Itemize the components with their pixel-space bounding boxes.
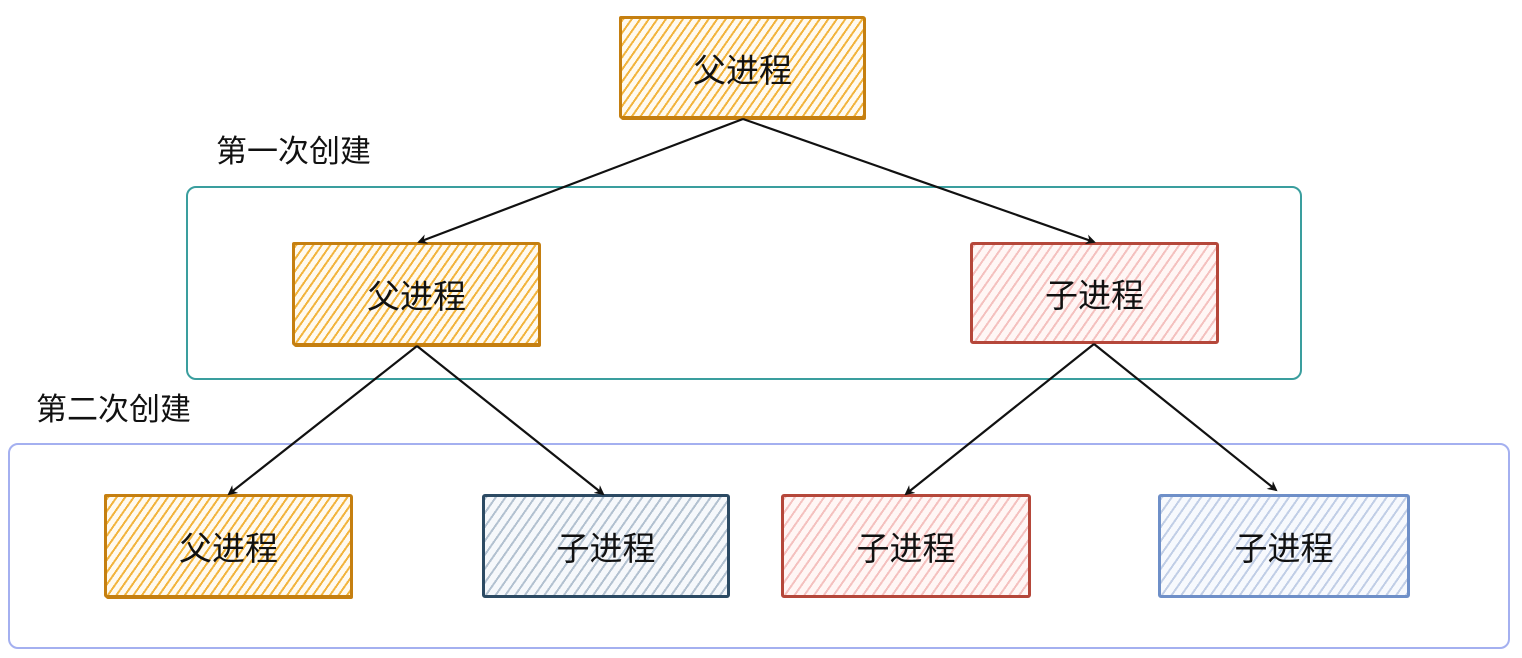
- second-child-process-c-node[interactable]: 子进程: [1158, 494, 1410, 598]
- second-child-process-c-label: 子进程: [1234, 529, 1334, 568]
- second-child-process-a-label: 子进程: [556, 529, 656, 568]
- first-parent-process-label: 父进程: [367, 277, 466, 316]
- second-parent-process-node[interactable]: 父进程: [104, 494, 353, 598]
- root-parent-process-label: 父进程: [693, 50, 792, 90]
- root-parent-process-node[interactable]: 父进程: [619, 16, 866, 119]
- second-child-process-a-node[interactable]: 子进程: [482, 494, 730, 598]
- second-creation-label: 第二次创建: [36, 392, 191, 428]
- second-child-process-b-label: 子进程: [856, 529, 956, 568]
- second-creation-group-frame: [8, 443, 1510, 649]
- first-parent-process-node[interactable]: 父进程: [292, 242, 541, 346]
- first-creation-label: 第一次创建: [216, 134, 371, 170]
- second-parent-process-label: 父进程: [179, 529, 278, 568]
- first-child-process-label: 子进程: [1045, 276, 1144, 315]
- second-child-process-b-node[interactable]: 子进程: [781, 494, 1031, 598]
- first-child-process-node[interactable]: 子进程: [970, 242, 1219, 344]
